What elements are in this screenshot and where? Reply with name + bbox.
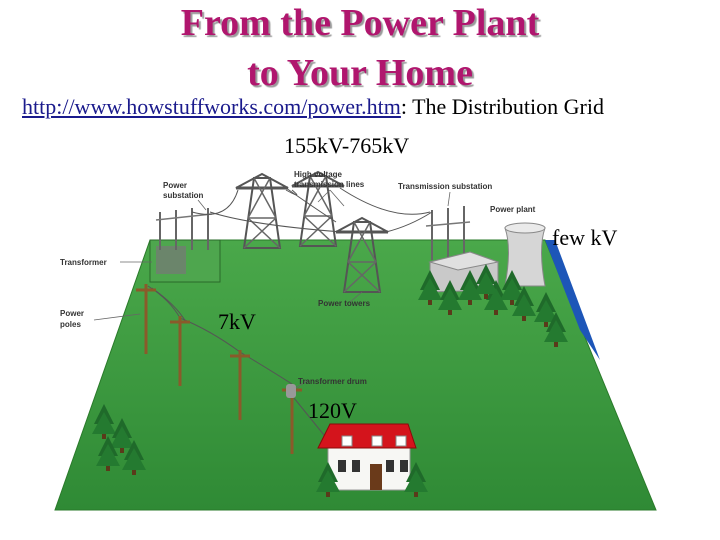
voltage-transmission: 155kV-765kV <box>284 133 409 159</box>
label-high-voltage-line1: High voltage <box>294 170 343 179</box>
voltage-home: 120V <box>308 398 357 424</box>
transformer-drum <box>286 384 296 398</box>
label-power-poles-line2: poles <box>60 320 81 329</box>
label-high-voltage-line2: transmission lines <box>294 180 365 189</box>
label-transmission-substation: Transmission substation <box>398 182 492 191</box>
voltage-distribution: 7kV <box>218 309 256 335</box>
high-voltage-lines <box>192 188 432 232</box>
label-transformer-drum: Transformer drum <box>298 377 367 386</box>
power-substation <box>150 208 220 282</box>
label-power-plant: Power plant <box>490 205 536 214</box>
transmission-substation <box>426 206 470 260</box>
label-transformer: Transformer <box>60 258 107 267</box>
label-power-substation-line1: Power <box>163 181 187 190</box>
label-power-poles-line1: Power <box>60 309 84 318</box>
label-power-towers: Power towers <box>318 299 371 308</box>
label-power-substation-line2: substation <box>163 191 204 200</box>
power-tower <box>236 174 288 248</box>
voltage-plant: few kV <box>552 225 617 251</box>
